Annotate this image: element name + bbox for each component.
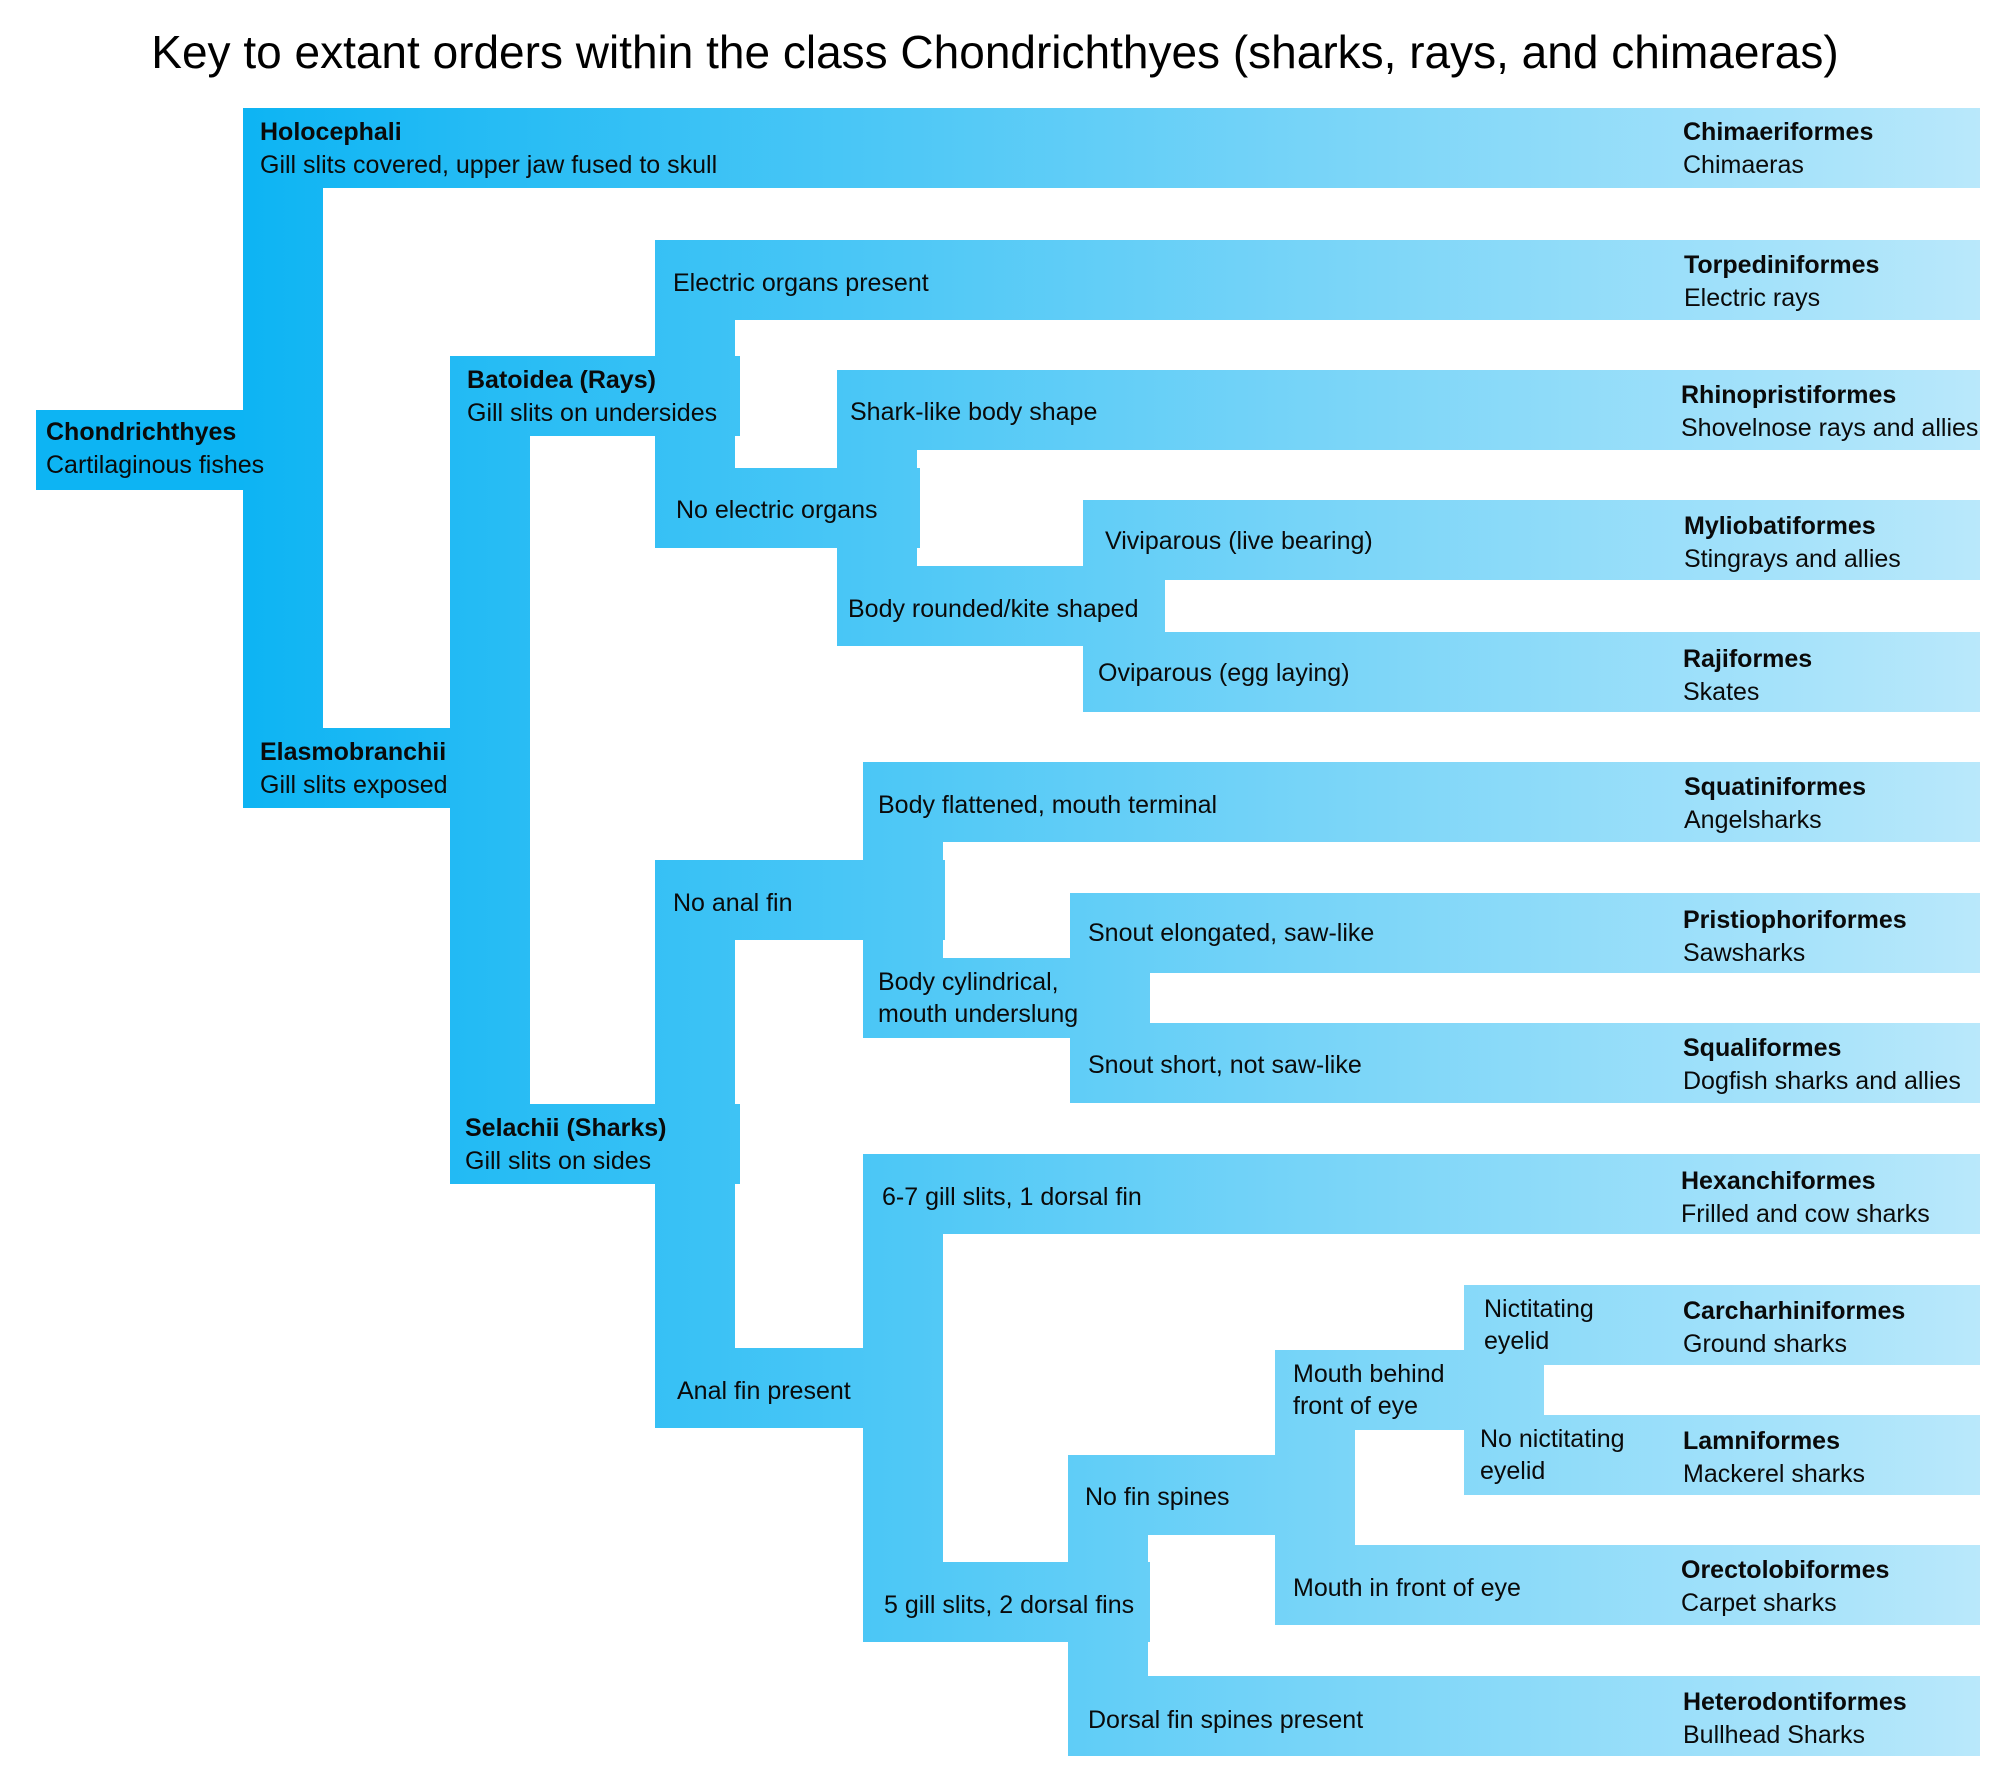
- bar-mouth-behind: [1275, 1350, 1470, 1430]
- trait-oviparous: Oviparous (egg laying): [1098, 659, 1350, 687]
- trait-electric-present: Electric organs present: [673, 269, 929, 297]
- order-common: Frilled and cow sharks: [1681, 1200, 1930, 1228]
- trait-shark-like: Shark-like body shape: [850, 398, 1097, 426]
- order-common: Chimaeras: [1683, 151, 1804, 179]
- trait-no-electric: No electric organs: [676, 496, 877, 524]
- bar-dorsal-spines: [1068, 1676, 1980, 1756]
- elasmobranchii-desc: Gill slits exposed: [260, 771, 448, 799]
- bar-holocephali: [243, 108, 1980, 188]
- order-common: Sawsharks: [1683, 939, 1805, 967]
- batoidea-name: Batoidea (Rays): [467, 366, 656, 394]
- trait-gill-6-7: 6-7 gill slits, 1 dorsal fin: [882, 1183, 1142, 1211]
- order-name: Myliobatiformes: [1684, 512, 1876, 540]
- bar-snout-elongated: [1070, 893, 1980, 973]
- bar-shark-like: [837, 370, 1980, 450]
- order-name: Rhinopristiformes: [1681, 381, 1896, 409]
- trait-body-rounded: Body rounded/kite shaped: [848, 595, 1139, 623]
- bar-no-fin-spines: [1068, 1455, 1285, 1535]
- trait-body-cylindrical-2: mouth underslung: [878, 1000, 1078, 1028]
- order-common: Skates: [1683, 678, 1759, 706]
- bracket-elasmobranchii: [450, 356, 530, 1184]
- branch-shapes: [36, 108, 1980, 1756]
- order-name: Squatiniformes: [1684, 773, 1866, 801]
- order-name: Orectolobiformes: [1681, 1556, 1889, 1584]
- order-name: Lamniformes: [1683, 1427, 1840, 1455]
- trait-mouth-behind-2: front of eye: [1293, 1392, 1418, 1420]
- order-name: Pristiophoriformes: [1683, 906, 1907, 934]
- batoidea-desc: Gill slits on undersides: [467, 399, 717, 427]
- bar-viviparous: [1083, 500, 1980, 580]
- trait-viviparous: Viviparous (live bearing): [1105, 527, 1373, 555]
- trait-mouth-front: Mouth in front of eye: [1293, 1574, 1521, 1602]
- trait-snout-short: Snout short, not saw-like: [1088, 1051, 1362, 1079]
- order-name: Heterodontiformes: [1683, 1688, 1907, 1716]
- order-name: Hexanchiformes: [1681, 1167, 1876, 1195]
- order-common: Mackerel sharks: [1683, 1460, 1865, 1488]
- trait-anal-fin-present: Anal fin present: [677, 1377, 851, 1405]
- bar-no-nictitating: [1464, 1415, 1980, 1495]
- order-common: Carpet sharks: [1681, 1589, 1837, 1617]
- trait-body-flattened: Body flattened, mouth terminal: [878, 791, 1217, 819]
- page-title: Key to extant orders within the class Ch…: [151, 26, 1838, 78]
- bar-snout-short: [1070, 1023, 1980, 1103]
- trait-nictitating-1: Nictitating: [1484, 1295, 1594, 1323]
- order-common: Angelsharks: [1684, 806, 1822, 834]
- order-common: Ground sharks: [1683, 1330, 1847, 1358]
- trait-no-nictitating-2: eyelid: [1480, 1457, 1545, 1485]
- bracket-anal-fin: [863, 1154, 943, 1642]
- bar-electric-present: [655, 240, 1980, 320]
- trait-no-nictitating-1: No nictitating: [1480, 1425, 1625, 1453]
- bar-nictitating: [1464, 1285, 1980, 1365]
- bracket-chondrichthyes: [243, 108, 323, 808]
- order-common: Electric rays: [1684, 284, 1820, 312]
- order-name: Rajiformes: [1683, 645, 1812, 673]
- order-name: Torpediniformes: [1684, 251, 1879, 279]
- selachii-desc: Gill slits on sides: [465, 1147, 651, 1175]
- root-desc: Cartilaginous fishes: [46, 451, 264, 479]
- bracket-selachii: [655, 860, 735, 1428]
- holocephali-name: Holocephali: [260, 118, 402, 146]
- trait-body-cylindrical-1: Body cylindrical,: [878, 968, 1059, 996]
- bar-body-flattened: [863, 762, 1980, 842]
- order-name: Squaliformes: [1683, 1034, 1841, 1062]
- selachii-name: Selachii (Sharks): [465, 1114, 666, 1142]
- trait-gill-5: 5 gill slits, 2 dorsal fins: [884, 1591, 1134, 1619]
- bar-mouth-front: [1275, 1545, 1980, 1625]
- bar-gill-6-7: [863, 1154, 1980, 1234]
- root-name: Chondrichthyes: [46, 418, 236, 446]
- trait-mouth-behind-1: Mouth behind: [1293, 1360, 1445, 1388]
- trait-snout-elongated: Snout elongated, saw-like: [1088, 919, 1374, 947]
- bar-oviparous: [1083, 632, 1980, 712]
- trait-nictitating-2: eyelid: [1484, 1327, 1549, 1355]
- trait-no-anal-fin: No anal fin: [673, 889, 793, 917]
- trait-dorsal-spines: Dorsal fin spines present: [1088, 1706, 1363, 1734]
- order-common: Dogfish sharks and allies: [1683, 1067, 1961, 1095]
- order-common: Shovelnose rays and allies: [1681, 414, 1978, 442]
- trait-no-fin-spines: No fin spines: [1085, 1483, 1230, 1511]
- holocephali-desc: Gill slits covered, upper jaw fused to s…: [260, 151, 717, 179]
- root-node-bar: [36, 410, 276, 490]
- order-common: Stingrays and allies: [1684, 545, 1901, 573]
- order-name: Chimaeriformes: [1683, 118, 1873, 146]
- order-common: Bullhead Sharks: [1683, 1721, 1865, 1749]
- order-name: Carcharhiniformes: [1683, 1297, 1905, 1325]
- elasmobranchii-name: Elasmobranchii: [260, 738, 446, 766]
